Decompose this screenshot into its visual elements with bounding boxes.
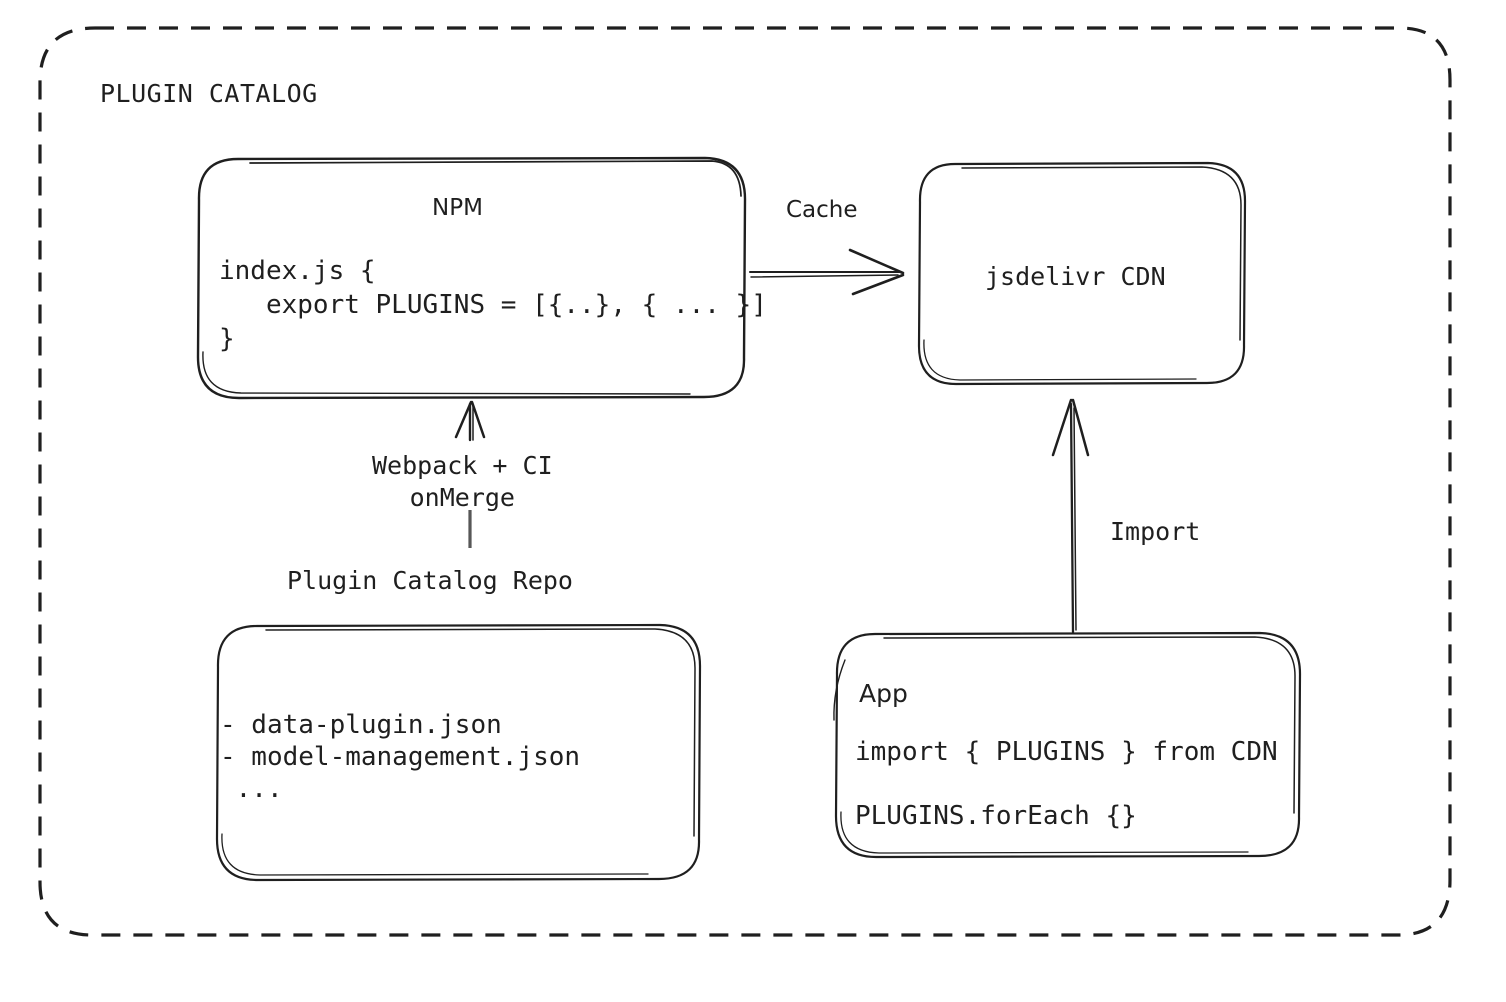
cache-arrow: [748, 248, 905, 296]
plugin-catalog-container-border: [38, 26, 1452, 937]
app-node-box: [833, 631, 1302, 859]
import-arrow: [1051, 398, 1090, 634]
webpack-arrow: [454, 400, 486, 548]
repo-file-item: - data-plugin.json: [220, 710, 502, 740]
repo-file-list: - data-plugin.json- model-management.jso…: [220, 709, 580, 805]
cdn-node-title: jsdelivr CDN: [985, 262, 1166, 291]
container-title: PLUGIN CATALOG: [100, 79, 318, 108]
webpack-edge-label-line-1: Webpack + CI: [372, 451, 553, 480]
npm-code-block: index.js { export PLUGINS = [{..}, { ...…: [219, 254, 767, 356]
cdn-node-box: [917, 161, 1247, 386]
app-node-title: App: [859, 679, 908, 708]
repo-file-item: ...: [220, 774, 283, 804]
npm-code-line-1: index.js {: [219, 256, 376, 286]
webpack-edge-label-line-2: onMerge: [409, 483, 515, 512]
import-edge-label: Import: [1110, 517, 1201, 546]
repo-node-title: Plugin Catalog Repo: [287, 566, 573, 595]
npm-code-line-2: export PLUGINS = [{..}, { ... }]: [219, 290, 767, 320]
npm-code-line-3: }: [219, 324, 235, 354]
app-code-line-2: PLUGINS.forEach {}: [855, 801, 1137, 831]
app-code-line-1: import { PLUGINS } from CDN: [855, 737, 1278, 767]
repo-file-item: - model-management.json: [220, 742, 581, 772]
repo-node-box: [215, 623, 702, 882]
npm-node-title: NPM: [432, 195, 483, 221]
npm-node-box: [196, 156, 747, 400]
cache-edge-label: Cache: [786, 197, 858, 223]
webpack-edge-label: Webpack + CI onMerge: [372, 450, 553, 514]
